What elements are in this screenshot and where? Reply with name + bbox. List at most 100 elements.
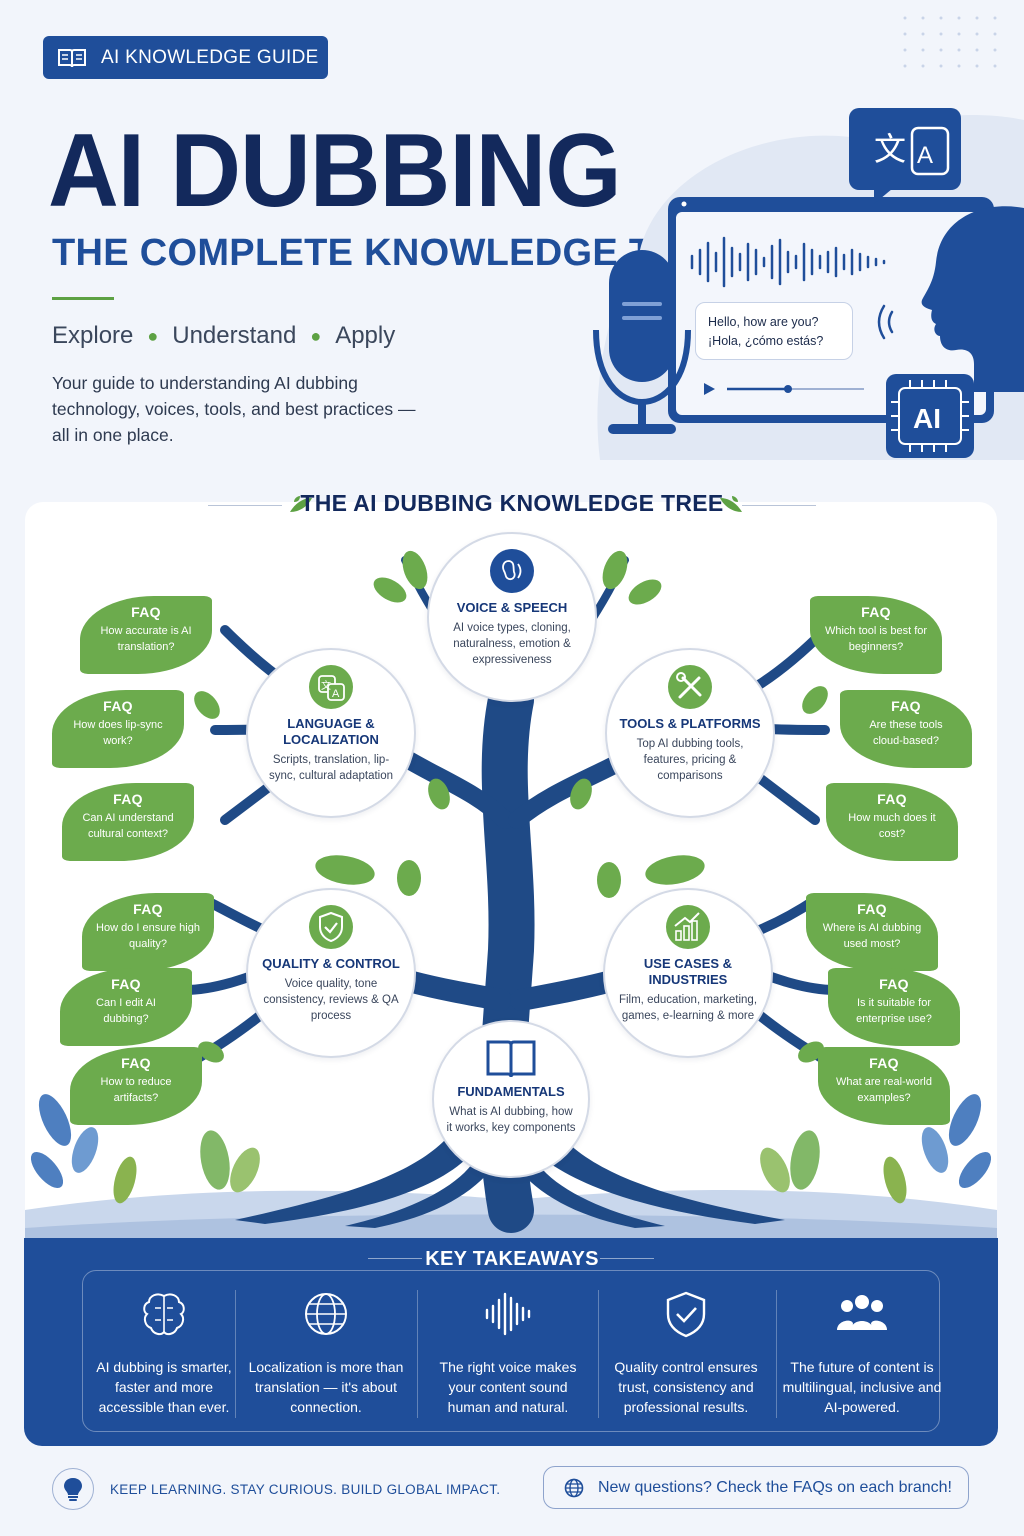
faq-question: How do I ensure high quality? bbox=[96, 922, 200, 950]
takeaway-divider bbox=[235, 1290, 236, 1418]
tree-title: THE AI DUBBING KNOWLEDGE TREE bbox=[300, 490, 724, 516]
svg-text:AI: AI bbox=[913, 403, 941, 434]
head-silhouette-icon bbox=[921, 206, 1024, 392]
microphone-icon bbox=[593, 250, 691, 434]
faq-question: How does lip-sync work? bbox=[73, 719, 163, 747]
branch-quality-control[interactable]: QUALITY & CONTROL Voice quality, tone co… bbox=[246, 888, 416, 1058]
svg-text:文: 文 bbox=[874, 130, 906, 168]
faq-leaf[interactable]: FAQ How do I ensure high quality? bbox=[82, 893, 214, 971]
caption-english: Hello, how are you? bbox=[708, 315, 819, 329]
faq-label: FAQ bbox=[121, 1055, 151, 1071]
takeaway-item: Localization is more than translation — … bbox=[246, 1290, 406, 1417]
tagline-dot: ● bbox=[147, 325, 159, 346]
takeaways-box bbox=[82, 1270, 940, 1432]
brain-icon bbox=[143, 1293, 185, 1336]
shield-check-icon bbox=[309, 905, 353, 949]
tagline-word: Apply bbox=[335, 322, 396, 349]
ai-chip-icon: AI bbox=[886, 374, 974, 458]
tools-icon bbox=[668, 665, 712, 709]
faq-leaf[interactable]: FAQ Are these tools cloud-based? bbox=[840, 690, 972, 768]
faq-question: Where is AI dubbing used most? bbox=[822, 922, 922, 950]
plants-left bbox=[30, 1094, 260, 1204]
faq-hint-box: New questions? Check the FAQs on each br… bbox=[543, 1466, 969, 1509]
branch-tools-platforms[interactable]: TOOLS & PLATFORMS Top AI dubbing tools, … bbox=[605, 648, 775, 818]
people-icon bbox=[837, 1295, 887, 1330]
faq-leaf[interactable]: FAQ Where is AI dubbing used most? bbox=[806, 893, 938, 971]
plants-right bbox=[760, 1094, 992, 1204]
faq-label: FAQ bbox=[103, 698, 133, 714]
faq-question: How much does it cost? bbox=[848, 812, 936, 840]
translate-icon: A文 bbox=[309, 665, 353, 709]
speech-waves-icon bbox=[877, 304, 894, 340]
branch-desc: Voice quality, tone consistency, reviews… bbox=[263, 978, 399, 1022]
takeaway-item: AI dubbing is smarter, faster and more a… bbox=[84, 1290, 244, 1417]
play-button-icon bbox=[704, 383, 864, 395]
leaf-sprig-icon bbox=[290, 496, 312, 512]
svg-text:A: A bbox=[332, 688, 340, 700]
branch-fundamentals[interactable]: FUNDAMENTALS What is AI dubbing, how it … bbox=[432, 1020, 590, 1178]
faq-leaf[interactable]: FAQ How does lip-sync work? bbox=[52, 690, 184, 768]
faq-label: FAQ bbox=[891, 698, 921, 714]
branch-desc: Film, education, marketing, games, e-lea… bbox=[618, 994, 758, 1022]
faq-label: FAQ bbox=[133, 901, 163, 917]
faq-leaf[interactable]: FAQ How to reduce artifacts? bbox=[70, 1047, 202, 1125]
takeaway-text: AI dubbing is smarter, faster and more a… bbox=[96, 1359, 232, 1415]
faq-question: Which tool is best for beginners? bbox=[824, 625, 928, 653]
takeaway-text: Quality control ensures trust, consisten… bbox=[614, 1359, 758, 1415]
branch-desc: Scripts, translation, lip-sync, cultural… bbox=[268, 754, 394, 782]
leaf-sprig-icon bbox=[720, 496, 742, 512]
takeaway-item: The right voice makes your content sound… bbox=[428, 1290, 588, 1417]
takeaways-title: KEY TAKEAWAYS bbox=[425, 1248, 599, 1270]
branch-desc: AI voice types, cloning, naturalness, em… bbox=[453, 622, 571, 666]
subtitle-caption: Hello, how are you? ¡Hola, ¿cómo estás? bbox=[695, 302, 853, 360]
book-icon bbox=[486, 1040, 536, 1078]
faq-leaf[interactable]: FAQ Can AI understand cultural context? bbox=[62, 783, 194, 861]
faq-question: How accurate is AI translation? bbox=[100, 625, 192, 653]
page-title: AI DUBBING bbox=[48, 111, 622, 229]
faq-question: Are these tools cloud-based? bbox=[869, 719, 943, 747]
takeaway-divider bbox=[776, 1290, 777, 1418]
tagline: Explore ● Understand ● Apply bbox=[52, 322, 395, 350]
faq-label: FAQ bbox=[113, 791, 143, 807]
takeaway-text: Localization is more than translation — … bbox=[248, 1359, 404, 1415]
faq-question: Can AI understand cultural context? bbox=[82, 812, 174, 840]
faq-label: FAQ bbox=[131, 604, 161, 620]
book-icon bbox=[58, 48, 86, 67]
branch-use-cases[interactable]: USE CASES & INDUSTRIES Film, education, … bbox=[603, 888, 773, 1058]
lead-text: Your guide to understanding AI dubbing t… bbox=[52, 373, 416, 445]
growth-chart-icon bbox=[666, 905, 710, 949]
branch-title: LANGUAGE & LOCALIZATION bbox=[283, 716, 379, 747]
svg-text:A: A bbox=[917, 142, 933, 169]
translate-bubble-icon: 文 A bbox=[849, 108, 961, 204]
takeaway-divider bbox=[598, 1290, 599, 1418]
branch-title: TOOLS & PLATFORMS bbox=[619, 716, 761, 731]
divider bbox=[52, 297, 114, 300]
lightbulb-icon bbox=[52, 1468, 94, 1510]
tagline-dot: ● bbox=[310, 325, 322, 346]
faq-label: FAQ bbox=[869, 1055, 899, 1071]
small-leaves bbox=[194, 550, 828, 1063]
faq-leaf[interactable]: FAQ How accurate is AI translation? bbox=[80, 596, 212, 674]
takeaway-item: Quality control ensures trust, consisten… bbox=[606, 1290, 766, 1417]
takeaway-divider bbox=[417, 1290, 418, 1418]
branch-desc: What is AI dubbing, how it works, key co… bbox=[446, 1106, 576, 1134]
title-rule-right bbox=[600, 1258, 654, 1259]
svg-text:文: 文 bbox=[321, 679, 331, 692]
faq-label: FAQ bbox=[857, 901, 887, 917]
faq-question: How to reduce artifacts? bbox=[100, 1076, 172, 1104]
tagline-word: Understand bbox=[172, 322, 297, 349]
soundwave-icon bbox=[485, 1292, 531, 1336]
branch-voice-speech[interactable]: VOICE & SPEECH AI voice types, cloning, … bbox=[427, 532, 597, 702]
hero-illustration: 文 A AI bbox=[593, 16, 1024, 460]
soundwave-icon bbox=[690, 236, 886, 288]
title-rule-left bbox=[368, 1258, 422, 1259]
branch-title: USE CASES & INDUSTRIES bbox=[643, 956, 733, 987]
takeaway-text: The right voice makes your content sound… bbox=[439, 1359, 577, 1415]
footer-message: KEEP LEARNING. STAY CURIOUS. BUILD GLOBA… bbox=[52, 1468, 500, 1510]
